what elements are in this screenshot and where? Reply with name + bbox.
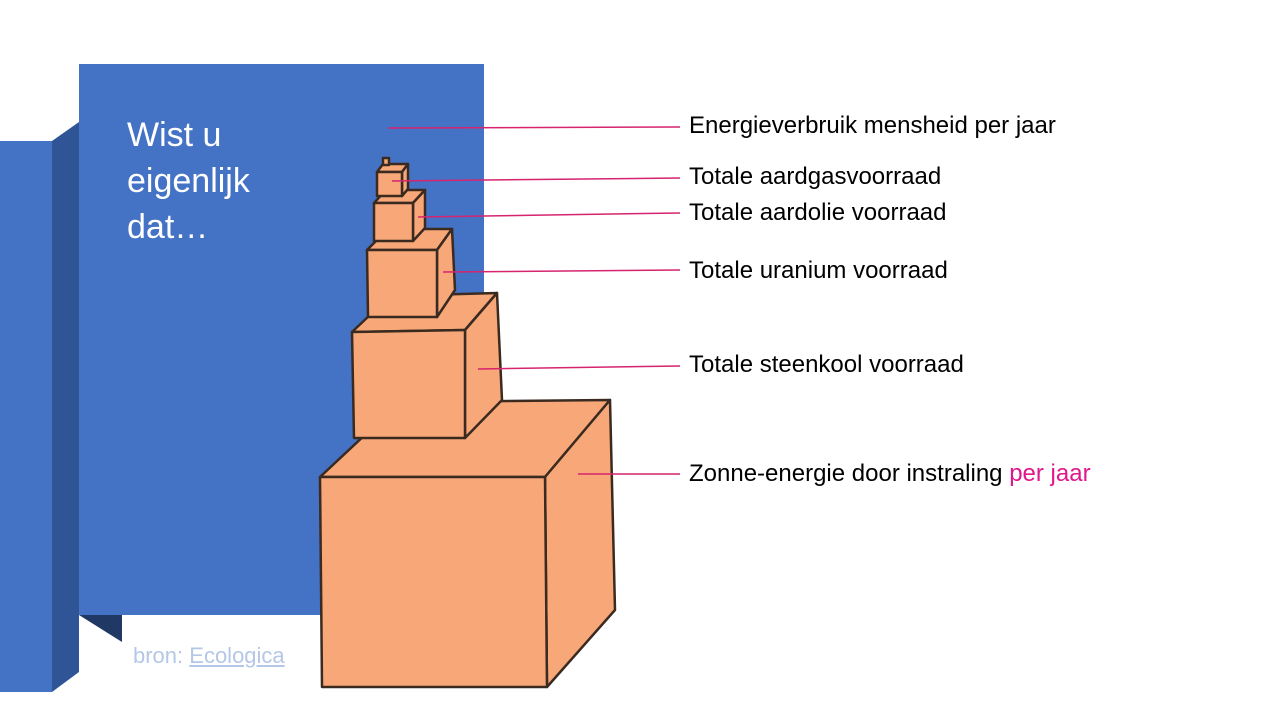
label-text: Energieverbruik mensheid per jaar — [689, 112, 1056, 139]
source-prefix: bron: — [133, 643, 190, 668]
label-solar: Zonne-energie door instraling per jaar — [689, 460, 1091, 488]
label-energy-consumption: Energieverbruik mensheid per jaar — [689, 112, 1056, 140]
label-text: Totale aardolie voorraad — [689, 199, 947, 226]
cube-solar — [318, 398, 617, 689]
label-text: Totale uranium voorraad — [689, 257, 948, 284]
label-coal: Totale steenkool voorraad — [689, 351, 964, 379]
label-natural-gas: Totale aardgasvoorraad — [689, 163, 941, 191]
label-text: Zonne-energie door instraling — [689, 460, 1010, 487]
leader-lines — [387, 126, 681, 475]
left-panel-strip — [0, 141, 52, 692]
slide-title: Wist u eigenlijk dat… — [127, 116, 250, 246]
cube-consumption — [381, 156, 391, 167]
source-credit: bron: Ecologica — [133, 643, 285, 669]
label-uranium: Totale uranium voorraad — [689, 257, 948, 285]
label-text: Totale aardgasvoorraad — [689, 163, 942, 190]
source-link[interactable]: Ecologica — [189, 643, 285, 668]
panel-fold-shadow — [79, 615, 122, 642]
label-text: Totale steenkool voorraad — [689, 351, 964, 378]
panel-side-shadow — [52, 122, 79, 692]
cube-gas — [375, 162, 410, 198]
energy-cubes-illustration — [318, 156, 617, 689]
cube-uranium — [365, 227, 457, 319]
label-oil: Totale aardolie voorraad — [689, 199, 947, 227]
label-highlight: per jaar — [1009, 460, 1091, 487]
